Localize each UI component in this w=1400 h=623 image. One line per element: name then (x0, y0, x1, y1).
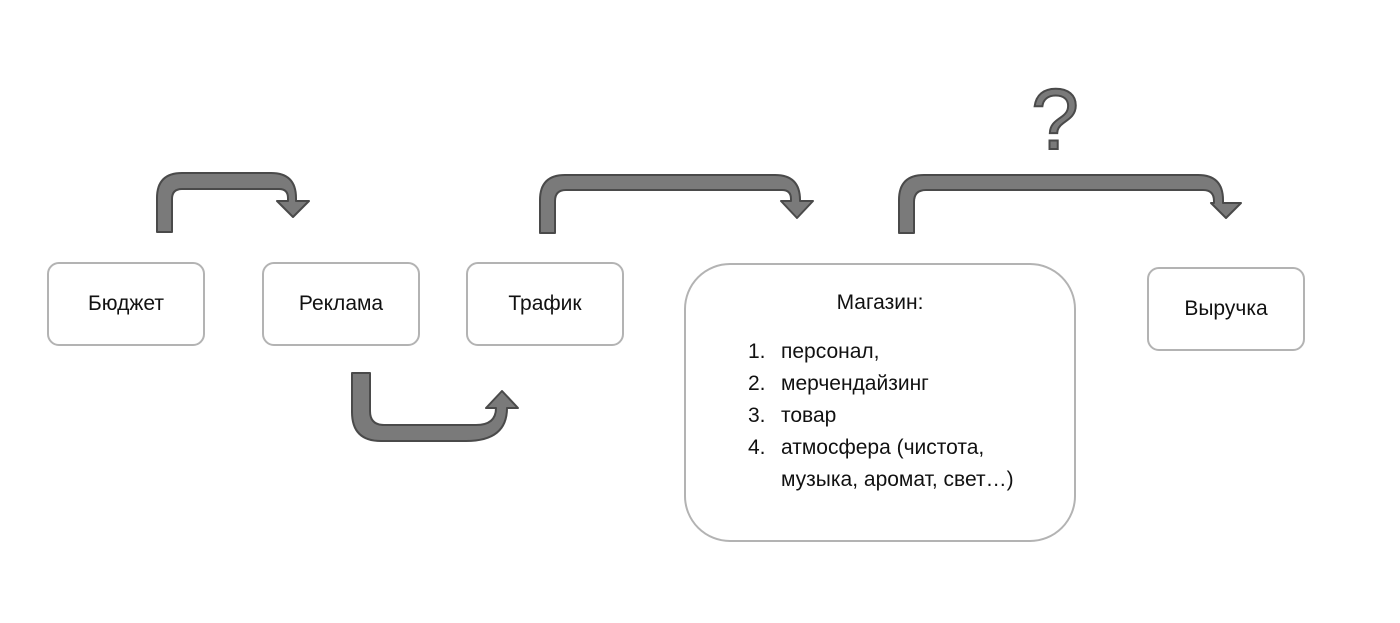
list-item-text: атмосфера (чистота, музыка, аромат, свет… (781, 436, 1014, 491)
node-budget: Бюджет (47, 262, 205, 346)
node-revenue: Выручка (1147, 267, 1305, 351)
list-item-number: 4. (748, 436, 766, 459)
list-item-text: мерчендайзинг (781, 372, 929, 395)
question-mark: ? (1030, 71, 1080, 169)
node-budget-label: Бюджет (88, 292, 164, 315)
list-item: 2. мерчендайзинг (748, 368, 1048, 400)
node-ads: Реклама (262, 262, 420, 346)
arrow-traffic-to-store (539, 174, 814, 234)
list-item: 1. персонал, (748, 336, 1048, 368)
store-factors-list: 1. персонал, 2. мерчендайзинг 3. товар 4… (748, 336, 1048, 496)
arrow-ads-to-traffic (351, 372, 519, 442)
node-traffic-label: Трафик (508, 292, 582, 315)
node-store-title: Магазин: (836, 291, 924, 314)
list-item-number: 2. (748, 372, 766, 395)
list-item: 4. атмосфера (чистота, музыка, аромат, с… (748, 432, 1048, 496)
list-item: 3. товар (748, 400, 1048, 432)
node-ads-label: Реклама (298, 292, 384, 315)
arrow-budget-to-ads (156, 172, 310, 233)
list-item-text: товар (781, 404, 837, 427)
list-item-text: персонал, (781, 340, 880, 363)
node-traffic: Трафик (466, 262, 624, 346)
node-revenue-label: Выручка (1184, 297, 1268, 320)
list-item-number: 3. (748, 404, 766, 427)
list-item-number: 1. (748, 340, 766, 363)
node-store: Магазин: 1. персонал, 2. мерчендайзинг 3… (684, 263, 1076, 542)
arrow-store-to-revenue (898, 174, 1242, 234)
